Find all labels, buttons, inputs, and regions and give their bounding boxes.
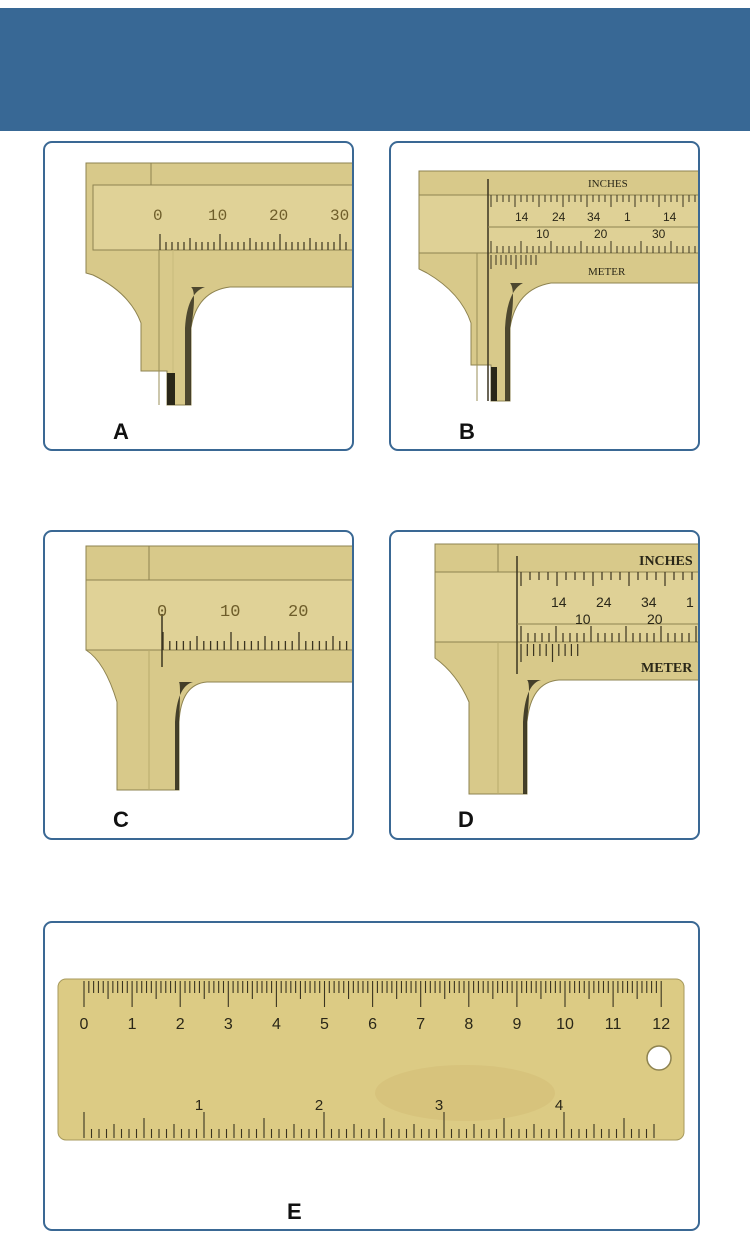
panel-label: D [458,807,474,832]
caliper-image-b: INCHES METER 14 24 34 1 14 10 20 30 [418,170,698,402]
scale-number: 2 [176,1016,185,1033]
scale-number: 30 [330,207,349,225]
panel-b: INCHES METER 14 24 34 1 14 10 20 30 B [389,141,700,451]
scale-number: 1 [195,1097,203,1114]
scale-number: 20 [288,603,308,622]
scale-number: 0 [157,603,167,622]
scale-number: 8 [464,1016,473,1033]
scale-number: 0 [153,207,163,225]
caliper-image-d: INCHES METER 14 24 34 1 10 20 [434,543,698,795]
scale-number: 20 [594,227,608,241]
scale-ticks-b [490,195,696,269]
scale-number: 12 [652,1016,670,1033]
panel-a: 0 10 20 30 A [43,141,354,451]
scale-number: 3 [224,1016,233,1033]
scale-number: 11 [605,1016,622,1033]
fraction-label: 34 [587,210,601,224]
scale-number: 10 [556,1016,574,1033]
meter-label: METER [588,266,626,278]
panel-label: C [113,807,129,832]
fraction-label: 14 [551,594,567,610]
scale-number: 3 [435,1097,443,1114]
meter-label: METER [641,661,693,676]
header-banner [0,8,750,131]
panel-label: B [459,419,475,444]
scale-number: 10 [220,603,240,622]
fraction-label: 14 [663,210,677,224]
cm-scale-ticks [83,981,662,1007]
scale-number: 10 [575,611,591,627]
fraction-label: 34 [641,594,657,610]
scale-number: 4 [555,1097,563,1114]
caliper-image-c: 0 10 20 [85,545,352,791]
panel-c: 0 10 20 C [43,530,354,840]
scale-number: 9 [512,1016,521,1033]
scale-number: 10 [536,227,550,241]
panel-label: E [287,1199,302,1224]
scale-number: 30 [652,227,666,241]
fraction-label: 14 [515,210,529,224]
inch-scale-ticks [83,1112,655,1138]
scale-ticks-c [162,632,348,650]
scale-number: 1 [128,1016,137,1033]
scale-number: 10 [208,207,227,225]
inches-label: INCHES [639,554,693,569]
scale-number: 2 [315,1097,323,1114]
panel-label: A [113,419,129,444]
scale-number: 20 [269,207,288,225]
hang-hole [646,1045,672,1071]
scale-number: 0 [80,1016,89,1033]
inch-scale-numbers: 1 2 3 4 [195,1097,563,1114]
fraction-label: 24 [596,594,612,610]
scale-number: 6 [368,1016,377,1033]
scale-number: 7 [416,1016,425,1033]
fraction-label: 1 [624,210,631,224]
scale-ticks-a [159,234,347,250]
panel-d: INCHES METER 14 24 34 1 10 20 D [389,530,700,840]
fraction-label: 1 [686,594,694,610]
scale-number: 5 [320,1016,329,1033]
fraction-label: 24 [552,210,566,224]
brass-ruler [57,978,685,1141]
scale-number: 20 [647,611,663,627]
caliper-image-a: 0 10 20 30 [85,162,352,406]
scale-number: 4 [272,1016,281,1033]
scale-ticks-d [520,572,697,662]
inches-label: INCHES [588,178,628,190]
